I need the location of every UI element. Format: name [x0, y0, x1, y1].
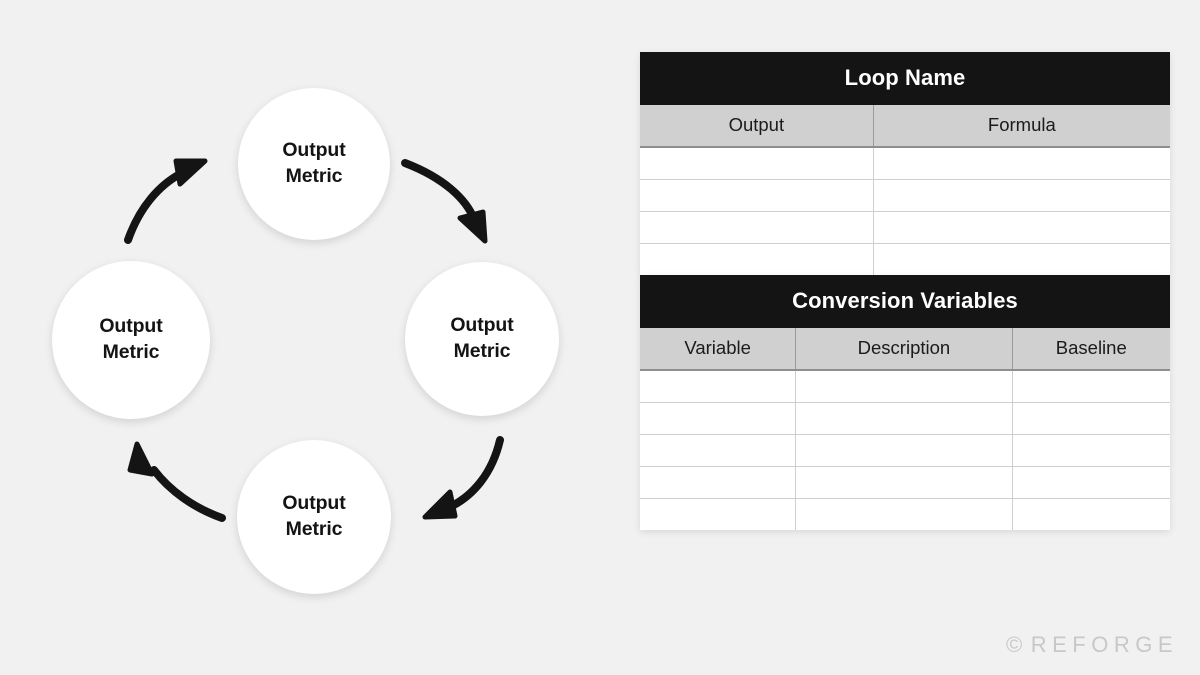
table-row[interactable]	[640, 370, 1170, 403]
loop-diagram: Output Metric Output Metric Output Metri…	[52, 88, 559, 594]
loop-table-title-row: Loop Name	[640, 52, 1170, 105]
watermark-text: REFORGE	[1030, 632, 1178, 657]
loop-cell-output[interactable]	[640, 147, 874, 180]
conversion-col-variable: Variable	[640, 328, 797, 371]
conversion-cell-description[interactable]	[795, 402, 1013, 435]
conversion-cell-description[interactable]	[795, 466, 1013, 499]
arrow-top-to-right-icon	[401, 159, 488, 244]
conversion-cell-description[interactable]	[795, 498, 1013, 530]
conversion-cell-baseline[interactable]	[1012, 498, 1170, 530]
loop-table-col-formula: Formula	[873, 105, 1170, 148]
worksheet-tables: Loop Name Output Formula	[640, 52, 1170, 530]
conversion-cell-description[interactable]	[795, 370, 1013, 403]
loop-table-header-row: Output Formula	[640, 105, 1170, 148]
copyright-icon: ©	[1005, 632, 1028, 657]
arrow-bottom-to-left-icon	[127, 441, 226, 522]
loop-table-body	[640, 147, 1170, 275]
conversion-table-title: Conversion Variables	[640, 275, 1170, 328]
conversion-col-baseline: Baseline	[1012, 328, 1170, 371]
loop-table-col-output: Output	[640, 105, 874, 148]
loop-cell-output[interactable]	[640, 179, 874, 212]
loop-cell-formula[interactable]	[873, 211, 1170, 244]
loop-table-title: Loop Name	[640, 52, 1170, 105]
reforge-watermark: © REFORGE	[1006, 632, 1178, 658]
loop-node-bottom-line1: Output	[282, 492, 346, 515]
conversion-table-body	[640, 370, 1170, 530]
conversion-cell-variable[interactable]	[640, 402, 797, 435]
loop-cell-formula[interactable]	[873, 147, 1170, 180]
table-row[interactable]	[640, 498, 1170, 530]
arrow-left-to-top-icon	[124, 158, 208, 244]
loop-node-left-line1: Output	[99, 315, 163, 338]
loop-node-right-line2: Metric	[453, 340, 511, 362]
loop-node-top[interactable]: Output Metric	[238, 88, 390, 240]
conversion-variables-wrapper: Conversion Variables Variable Descriptio…	[640, 275, 1170, 530]
table-row[interactable]	[640, 211, 1170, 244]
arrow-right-to-bottom-icon	[422, 436, 504, 520]
conversion-cell-baseline[interactable]	[1012, 370, 1170, 403]
conversion-table-header-row: Variable Description Baseline	[640, 328, 1170, 371]
conversion-col-description: Description	[795, 328, 1013, 371]
loop-node-bottom-line2: Metric	[285, 518, 343, 540]
loop-cell-output[interactable]	[640, 243, 874, 275]
table-row[interactable]	[640, 466, 1170, 499]
loop-node-left[interactable]: Output Metric	[52, 261, 210, 419]
table-row[interactable]	[640, 434, 1170, 467]
conversion-cell-baseline[interactable]	[1012, 466, 1170, 499]
loop-node-bottom[interactable]: Output Metric	[237, 440, 391, 594]
loop-name-table: Loop Name Output Formula	[640, 52, 1170, 275]
conversion-variables-table: Conversion Variables Variable Descriptio…	[640, 275, 1170, 530]
table-row[interactable]	[640, 179, 1170, 212]
conversion-cell-variable[interactable]	[640, 466, 797, 499]
table-row[interactable]	[640, 402, 1170, 435]
table-row[interactable]	[640, 147, 1170, 180]
loop-node-right-line1: Output	[450, 314, 514, 337]
loop-cell-formula[interactable]	[873, 179, 1170, 212]
loop-node-left-line2: Metric	[102, 341, 160, 363]
conversion-cell-variable[interactable]	[640, 498, 797, 530]
table-row[interactable]	[640, 243, 1170, 275]
conversion-cell-baseline[interactable]	[1012, 434, 1170, 467]
conversion-cell-variable[interactable]	[640, 370, 797, 403]
loop-cell-output[interactable]	[640, 211, 874, 244]
conversion-table-title-row: Conversion Variables	[640, 275, 1170, 328]
loop-cell-formula[interactable]	[873, 243, 1170, 275]
conversion-cell-variable[interactable]	[640, 434, 797, 467]
conversion-cell-baseline[interactable]	[1012, 402, 1170, 435]
loop-node-top-line1: Output	[282, 139, 346, 162]
loop-node-top-line2: Metric	[285, 165, 343, 187]
conversion-cell-description[interactable]	[795, 434, 1013, 467]
loop-node-right[interactable]: Output Metric	[405, 262, 559, 416]
